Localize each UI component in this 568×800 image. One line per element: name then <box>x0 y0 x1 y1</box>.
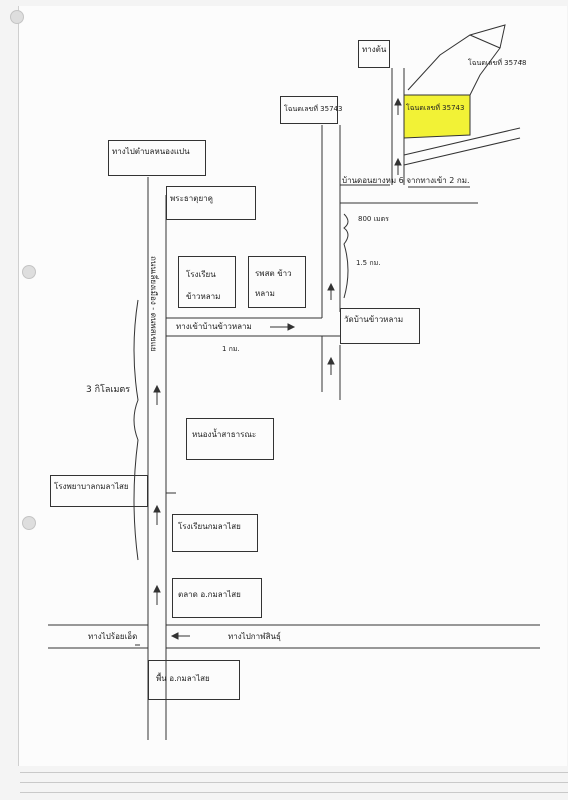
title-deed-right-label: โฉนดเลขที่ 35748 <box>468 59 527 67</box>
public-pond-label: หนองน้ำสาธารณะ <box>192 430 257 439</box>
hospital-box <box>50 475 148 507</box>
rpst-khao-lam-box <box>248 256 306 308</box>
school-kamalasai-box <box>172 514 258 552</box>
phra-that-box <box>166 186 256 220</box>
punch-hole <box>22 516 36 530</box>
page-edge <box>20 792 568 793</box>
khao-lam-road-label: ทางเข้าบ้านข้าวหลาม <box>176 322 252 331</box>
phra-that-label: พระธาตุยาคู <box>170 194 213 203</box>
distance-1km: 1 กม. <box>222 345 240 353</box>
paper-sheet <box>18 6 567 766</box>
to-nong-waeng-label: ทางไปตำบลหนองแปน <box>112 147 190 156</box>
arrow-up <box>327 356 335 365</box>
district-origin-label: พื้น อ.กมลาไสย <box>156 674 210 683</box>
school-khao-lam-label: โรงเรียน ข้าวหลาม <box>186 270 221 301</box>
plot-boundary-line <box>403 127 521 156</box>
plot-boundary-line-2 <box>403 137 521 166</box>
title-deed-left-box <box>280 96 338 124</box>
distance-800m: 800 เมตร <box>358 215 389 223</box>
arrow-up <box>153 384 161 393</box>
main-road-label: ถนนเลี่ยงเมือง - ดนพสเขแย <box>149 256 158 352</box>
district-origin-box <box>148 660 240 700</box>
arrow-up <box>394 157 402 166</box>
distance-3km: 3 กิโลเมตร <box>86 385 131 395</box>
to-roi-et-label: ทางไปร้อยเอ็ด <box>88 632 138 641</box>
arrow-left <box>170 632 179 640</box>
to-kalasin-label: ทางไปกาฬสินธุ์ <box>228 632 281 641</box>
start-point-box <box>358 40 390 68</box>
public-pond-box <box>186 418 274 460</box>
market-box <box>172 578 262 618</box>
distance-brace-left <box>133 299 139 561</box>
wat-khao-lam-box <box>340 308 420 344</box>
arrow-up <box>327 282 335 291</box>
arrow-up <box>153 584 161 593</box>
distance-brace-right <box>343 213 349 299</box>
page-edge <box>20 772 568 773</box>
ban-don-yang-label: บ้านดอนยางหม 6 จากทางเข้า 2 กม. <box>342 176 470 185</box>
rpst-khao-lam-label: รพสต ข้าว หลาม <box>255 269 292 298</box>
wat-khao-lam-label: วัดบ้านข้าวหลาม <box>344 315 404 324</box>
plot-corner-outline <box>469 24 506 49</box>
arrow-up <box>394 97 402 106</box>
start-point-label: ทางต้น <box>362 45 387 54</box>
hospital-label: โรงพยาบาลกมลาไสย <box>54 482 129 491</box>
title-deed-left-label: โฉนดเลขที่ 35743 <box>284 105 343 113</box>
to-nong-waeng-box <box>108 140 206 176</box>
title-deed-highlight-label: โฉนดเลขที่ 35743 <box>406 104 465 112</box>
market-label: ตลาด อ.กมลาไสย <box>178 590 241 599</box>
plot-35743-highlight <box>403 94 471 139</box>
page-edge <box>20 782 568 783</box>
punch-hole <box>10 10 24 24</box>
school-kamalasai-label: โรงเรียนกมลาไสย <box>178 522 241 531</box>
distance-1-5km: 1.5 กม. <box>356 259 381 267</box>
arrow-up <box>153 504 161 513</box>
plot-35748-outline <box>407 34 501 96</box>
school-khao-lam-box <box>178 256 236 308</box>
arrow-right <box>287 323 296 331</box>
punch-hole <box>22 265 36 279</box>
